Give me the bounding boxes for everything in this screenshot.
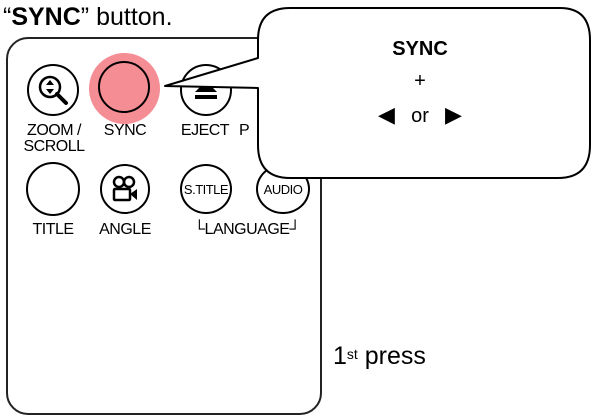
eject-label: EJECT [180,122,230,139]
press-number: 1 [333,342,347,370]
title-label: TITLE [32,221,74,238]
subtitle-button[interactable]: S.TITLE [180,164,232,214]
angle-button[interactable] [100,164,150,214]
angle-camera-icon [112,175,137,202]
zoom-label-line1: ZOOM / [27,122,81,139]
zoom-scroll-label: ZOOM / SCROLL [19,123,89,155]
zoom-scroll-icon [38,75,68,105]
sync-label: SYNC [103,122,147,139]
angle-label: ANGLE [99,221,151,238]
zoom-label-line2: SCROLL [23,138,85,155]
subtitle-button-text: S.TITLE [183,181,229,197]
partial-p-label: P [239,122,250,139]
callout-plus-text: + [414,70,426,92]
audio-button-text: AUDIO [263,181,303,197]
language-label: └LANGUAGE┘ [193,221,301,238]
press-ordinal-suffix: st [346,346,358,362]
quote-open: “ [3,3,12,31]
right-arrow-icon: ▶ [445,102,462,127]
callout-or-text: or [411,105,429,127]
sync-word: SYNC [11,3,81,31]
button-suffix: ” button. [80,3,173,31]
left-arrow-icon: ◀ [378,102,395,127]
sync-button[interactable] [98,61,150,113]
instruction-text: “SYNC” button. [3,2,173,32]
first-press-text: 1st press [333,341,426,371]
zoom-scroll-button[interactable] [27,64,79,116]
callout-arrows-row: ◀ or ▶ [340,102,500,128]
press-word: press [357,342,426,370]
title-button[interactable] [26,162,80,216]
callout-sync-text: SYNC [392,38,448,60]
